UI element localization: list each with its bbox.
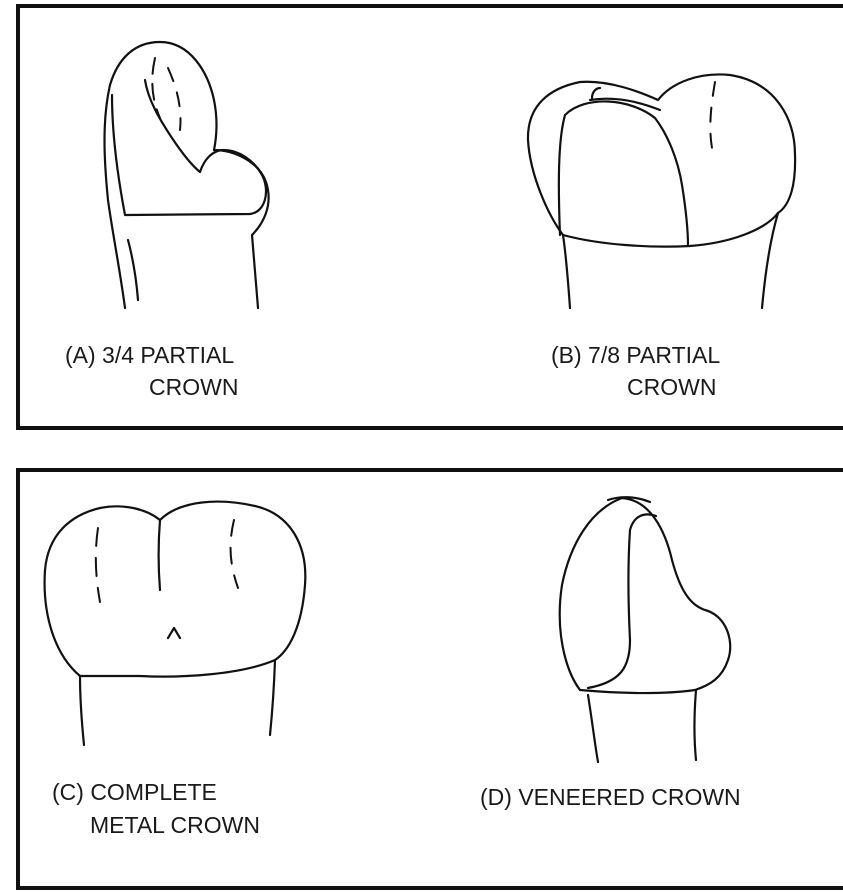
tooth-b-crown-margin [563,213,778,247]
tooth-b-groove [710,82,715,148]
tooth-d-veneer-window [588,514,656,688]
tooth-d-root-left [588,695,598,762]
tooth-a-groove-2 [168,68,181,130]
tooth-a-outline [105,42,269,308]
label-b-line2: CROWN [627,374,716,400]
tooth-c-root-left [80,676,84,745]
tooth-b-occlusal-notch [592,88,600,98]
tooth-c-groove-left [96,528,100,602]
label-a-line1: (A) 3/4 PARTIAL [65,342,234,368]
tooth-c-groove-right [231,520,238,588]
tooth-c-root-right [270,660,275,735]
tooth-c-crown-outline [45,502,306,677]
label-c-line2: METAL CROWN [90,812,260,838]
tooth-b-facial-window [559,101,688,246]
tooth-c-complete-metal-crown [45,502,306,745]
label-a-line2: CROWN [149,374,238,400]
tooth-a-root-curve [128,240,138,300]
tooth-a-3-4-partial-crown [105,42,269,308]
label-b-line1: (B) 7/8 PARTIAL [551,342,720,368]
label-d-line1: (D) VENEERED CROWN [480,784,741,810]
tooth-a-crown-margin [112,80,266,215]
tooth-b-7-8-partial-crown [528,74,795,308]
tooth-d-crown-outline [560,498,731,693]
tooth-b-outline [528,74,795,308]
tooth-d-root-right [695,690,697,760]
tooth-c-pit [168,628,180,638]
tooth-d-veneered-crown [560,497,731,762]
tooth-c-central-fissure [159,520,161,590]
tooth-a-groove-1 [152,58,160,118]
label-c-line1: (C) COMPLETE [52,779,217,805]
